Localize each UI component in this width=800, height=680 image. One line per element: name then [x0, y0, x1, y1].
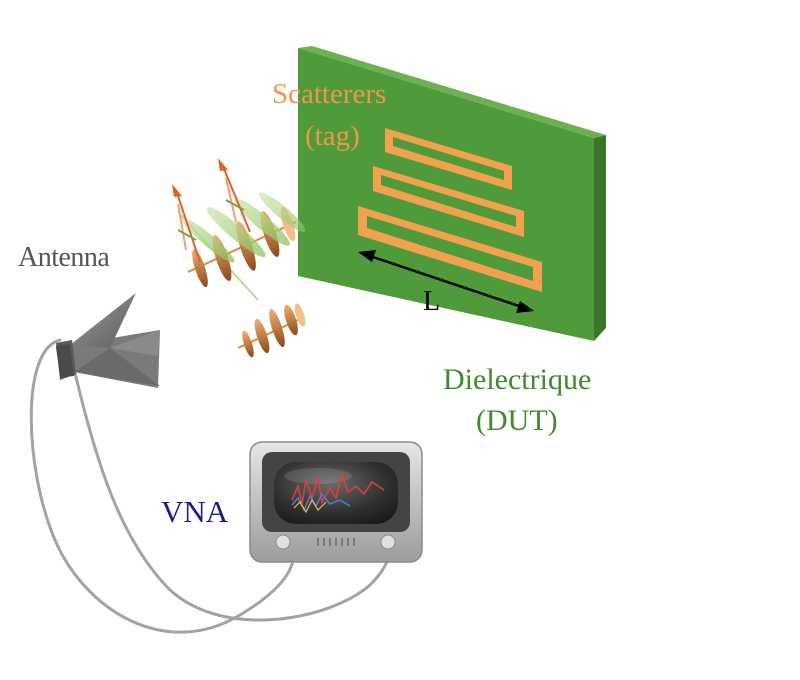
monitor-knob-left	[275, 534, 291, 550]
scatterers-label: Scatterers	[272, 78, 387, 110]
reflected-wave	[237, 303, 306, 358]
crt-monitor-icon	[249, 441, 423, 563]
scatterer-1	[385, 128, 512, 190]
incoming-wave-upper	[177, 192, 306, 301]
cable-left	[29, 338, 295, 634]
trace-yellow	[293, 498, 327, 514]
horn-antenna-icon	[55, 293, 160, 388]
monitor-knob-right	[380, 534, 396, 550]
polarization-arrows	[172, 158, 251, 263]
trace-red	[291, 471, 385, 505]
dielectric-label: Dielectrique	[443, 363, 592, 396]
vna-label: VNA	[161, 494, 229, 529]
cable-group	[29, 338, 392, 634]
tag-label: (tag)	[305, 120, 360, 152]
antenna-label: Antenna	[18, 242, 110, 273]
length-label: L	[423, 286, 441, 317]
monitor-vents	[317, 538, 355, 546]
scatterer-2	[373, 166, 524, 237]
board-side-edge	[594, 135, 606, 341]
board-top-edge	[298, 46, 606, 138]
scatterer-tag-group	[358, 128, 542, 292]
dut-label: (DUT)	[476, 404, 558, 437]
scatterer-3	[358, 206, 542, 292]
em-wave-icon	[172, 158, 306, 358]
length-arrow	[358, 250, 534, 313]
cable-right	[70, 358, 392, 622]
